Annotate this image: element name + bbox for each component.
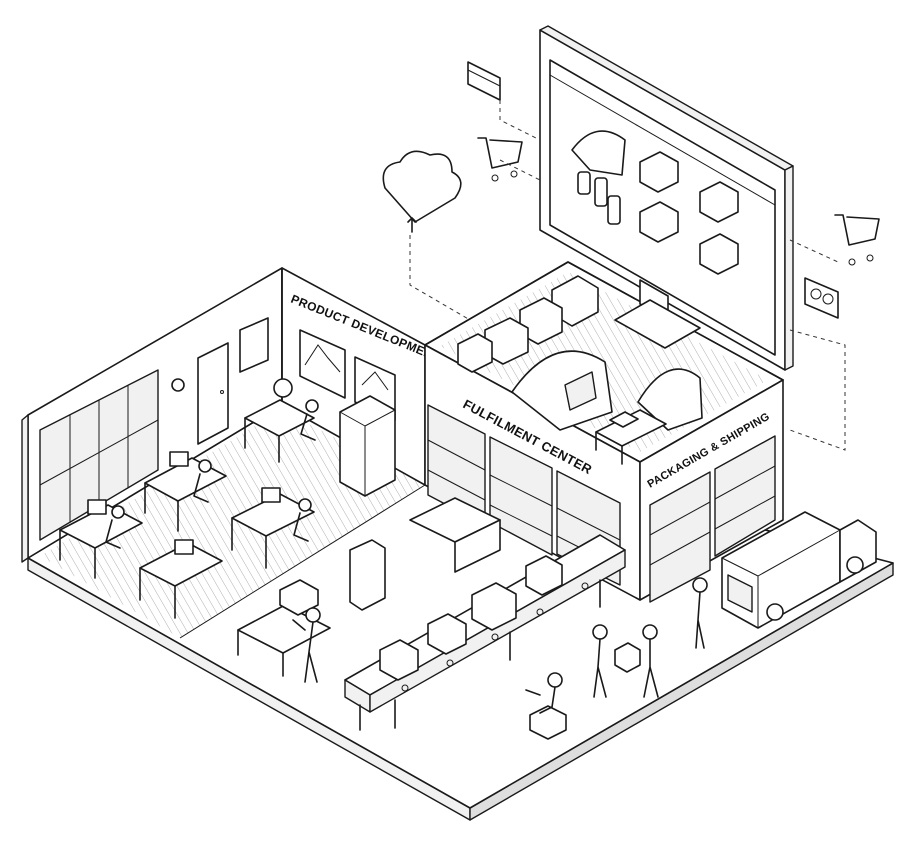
conveyor-boxes bbox=[379, 555, 563, 681]
self-service-kiosk bbox=[349, 539, 386, 611]
tent bbox=[637, 368, 703, 431]
person-at-desk bbox=[293, 498, 312, 542]
cloud-upload-icon bbox=[382, 150, 462, 233]
person-at-desk bbox=[105, 505, 125, 549]
person-at-desk bbox=[193, 459, 212, 503]
shopping-cart-icon bbox=[477, 137, 523, 182]
workers-exchanging-box bbox=[592, 624, 659, 698]
door bbox=[197, 342, 229, 445]
3d-printer-cabinet bbox=[339, 395, 396, 497]
framed-picture bbox=[239, 317, 269, 373]
stacked-boxes bbox=[457, 275, 599, 373]
window-grid bbox=[39, 369, 159, 541]
roof-table-with-box bbox=[595, 409, 667, 465]
shelf-unit bbox=[489, 436, 553, 556]
packing-table-with-boxes bbox=[409, 497, 501, 573]
product-box-thumbnail bbox=[639, 151, 739, 275]
shipping-shelf-unit bbox=[714, 435, 776, 557]
shopping-cart-icon bbox=[834, 214, 880, 266]
person-at-desk bbox=[300, 399, 319, 441]
product-bottle-thumbnail bbox=[577, 171, 621, 225]
worker-loading-truck bbox=[692, 577, 708, 649]
tent bbox=[511, 350, 613, 431]
dashed-connectors bbox=[409, 100, 846, 451]
wall-clock-icon bbox=[171, 378, 185, 392]
mountain-poster bbox=[299, 329, 346, 399]
delivery-truck bbox=[721, 511, 877, 629]
shipping-shelf-unit bbox=[649, 471, 711, 603]
computer-monitor bbox=[539, 25, 794, 371]
desk-with-monitor bbox=[231, 487, 315, 569]
worker-standing bbox=[292, 607, 321, 683]
product-development-room bbox=[21, 267, 426, 619]
floor-slab bbox=[27, 404, 894, 821]
credit-card-icon bbox=[467, 61, 501, 101]
desk-with-monitor bbox=[139, 539, 223, 619]
product-tent-thumbnail bbox=[571, 130, 626, 176]
worker-with-laptop bbox=[525, 672, 567, 740]
payment-terminal-icon bbox=[804, 277, 839, 319]
desk-with-3d-printer bbox=[244, 378, 315, 463]
